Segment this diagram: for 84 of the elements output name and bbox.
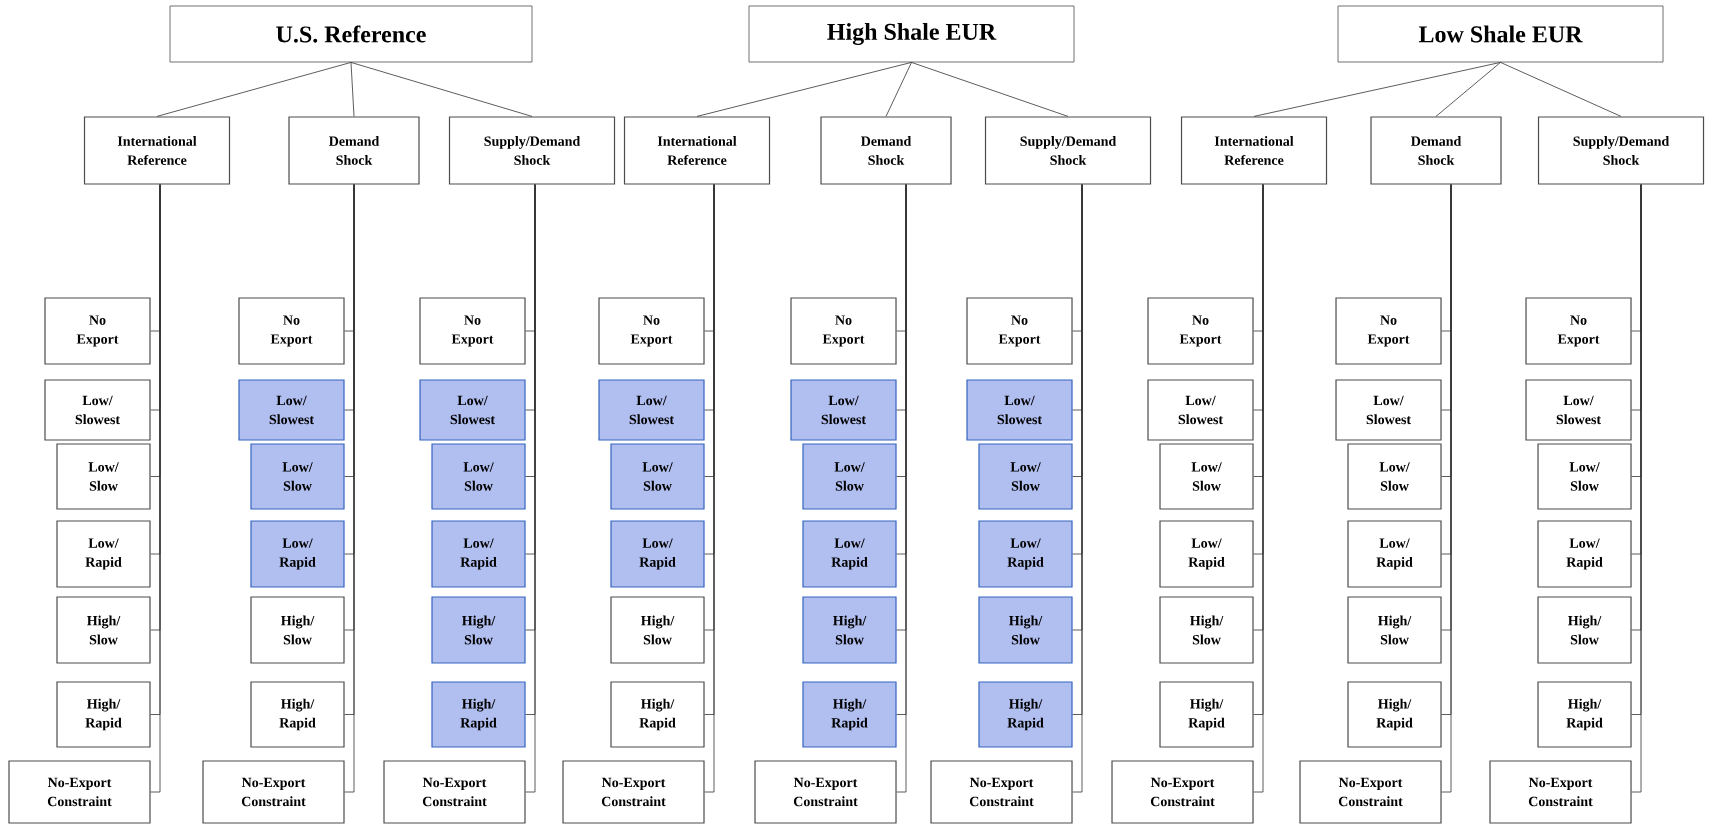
option-box: High/ Rapid [1347,681,1442,748]
option-box: Low/ Slowest [1335,379,1442,441]
option-box: Low/ Slowest [966,379,1073,441]
scenario-box: Supply/Demand Shock [448,116,616,185]
option-box: Low/ Slow [1537,443,1632,510]
option-box: No-Export Constraint [383,760,526,824]
scenario-box: Supply/Demand Shock [1537,116,1705,185]
option-box: Low/ Slowest [419,379,526,441]
option-box: Low/ Rapid [802,520,897,588]
option-box: No-Export Constraint [562,760,705,824]
option-box: High/ Slow [802,596,897,664]
option-box: No-Export Constraint [754,760,897,824]
option-box: Low/ Slow [978,443,1073,510]
option-box: No Export [238,297,345,365]
option-box: High/ Rapid [802,681,897,748]
connector-line [1500,62,1622,117]
option-box: High/ Rapid [431,681,526,748]
option-box: High/ Rapid [978,681,1073,748]
scenario-box: Supply/Demand Shock [984,116,1152,185]
option-box: Low/ Slow [1347,443,1442,510]
option-box: No Export [598,297,705,365]
option-box: High/ Rapid [1537,681,1632,748]
option-box: No Export [44,297,151,365]
option-box: High/ Slow [431,596,526,664]
option-box: Low/ Rapid [250,520,345,588]
option-box: Low/ Rapid [431,520,526,588]
option-box: No-Export Constraint [1489,760,1632,824]
option-box: No Export [1335,297,1442,365]
option-box: Low/ Slow [250,443,345,510]
scenario-box: Demand Shock [1370,116,1502,185]
scenario-box: Demand Shock [288,116,420,185]
option-box: No Export [790,297,897,365]
connector-line [911,62,1069,117]
option-box: Low/ Slow [431,443,526,510]
option-box: High/ Slow [610,596,705,664]
option-box: Low/ Slow [610,443,705,510]
option-box: No Export [1147,297,1254,365]
option-box: High/ Slow [1537,596,1632,664]
option-box: Low/ Slowest [1525,379,1632,441]
option-box: No-Export Constraint [1299,760,1442,824]
scenario-box: International Reference [1180,116,1328,185]
option-box: Low/ Rapid [1537,520,1632,588]
option-box: Low/ Rapid [1347,520,1442,588]
option-box: Low/ Slow [56,443,151,510]
option-box: High/ Rapid [56,681,151,748]
connector-line [156,62,352,117]
connector-line [1435,62,1501,117]
option-box: High/ Slow [1159,596,1254,664]
option-box: High/ Slow [1347,596,1442,664]
option-box: No-Export Constraint [8,760,151,824]
option-box: No-Export Constraint [202,760,345,824]
connector-line [350,62,533,117]
title-box: High Shale EUR [748,5,1075,63]
option-box: No Export [1525,297,1632,365]
connector-line [885,62,912,117]
option-box: Low/ Rapid [56,520,151,588]
scenario-box: International Reference [623,116,771,185]
connector-line [1253,62,1501,117]
option-box: No Export [966,297,1073,365]
option-box: High/ Rapid [610,681,705,748]
option-box: High/ Slow [250,596,345,664]
option-box: Low/ Slowest [44,379,151,441]
title-box: U.S. Reference [169,5,533,63]
option-box: Low/ Slowest [598,379,705,441]
option-box: High/ Rapid [1159,681,1254,748]
option-box: Low/ Slowest [1147,379,1254,441]
connector-line [696,62,912,117]
option-box: High/ Slow [56,596,151,664]
scenario-box: Demand Shock [820,116,952,185]
title-box: Low Shale EUR [1337,5,1664,63]
option-box: Low/ Rapid [610,520,705,588]
scenario-box: International Reference [83,116,231,185]
option-box: No-Export Constraint [1111,760,1254,824]
option-box: Low/ Slow [1159,443,1254,510]
option-box: High/ Slow [978,596,1073,664]
option-box: Low/ Slowest [790,379,897,441]
option-box: Low/ Slow [802,443,897,510]
connector-line [350,62,355,117]
option-box: Low/ Slowest [238,379,345,441]
option-box: No Export [419,297,526,365]
option-box: No-Export Constraint [930,760,1073,824]
option-box: High/ Rapid [250,681,345,748]
option-box: Low/ Rapid [978,520,1073,588]
option-box: Low/ Rapid [1159,520,1254,588]
